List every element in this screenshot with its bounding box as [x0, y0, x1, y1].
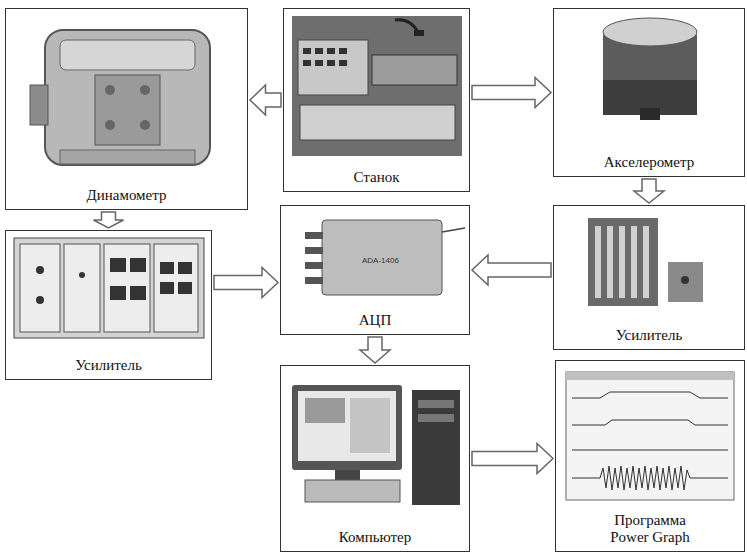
- block-arrow: [472, 444, 553, 474]
- amplifier-box-photo: [588, 218, 703, 306]
- amplifier-rack-photo: [14, 238, 204, 338]
- box-label: Программа Power Graph: [595, 512, 705, 546]
- process-box: Станок: [283, 8, 470, 192]
- box-label: Акселерометр: [554, 154, 744, 171]
- box-label: Усилитель: [6, 357, 211, 374]
- accelerometer-photo: [603, 18, 697, 120]
- block-arrow: [634, 179, 664, 203]
- machine-photo: [292, 16, 462, 156]
- device-marking: ADA-1406: [362, 256, 399, 265]
- block-arrow: [214, 268, 278, 298]
- block-arrow: [94, 212, 124, 228]
- box-label: АЦП: [281, 312, 469, 329]
- process-box: Динамометр: [5, 8, 248, 210]
- adc-photo: [305, 220, 465, 295]
- dynamometer-photo: [30, 30, 210, 165]
- software-screenshot: [566, 372, 734, 500]
- box-label: Усилитель: [554, 327, 744, 344]
- box-label: Динамометр: [6, 187, 247, 204]
- block-arrow: [472, 255, 551, 285]
- process-box: Усилитель: [553, 205, 745, 350]
- process-box: АЦП: [280, 205, 470, 335]
- process-box: Акселерометр: [553, 8, 745, 177]
- computer-photo: [292, 385, 460, 505]
- box-label: Станок: [284, 169, 469, 186]
- box-label: Компьютер: [281, 529, 469, 546]
- block-arrow: [250, 85, 281, 115]
- block-arrow: [360, 337, 390, 363]
- process-box: Компьютер: [280, 365, 470, 552]
- process-box: Усилитель: [5, 230, 212, 380]
- process-box: Программа Power Graph: [555, 360, 745, 552]
- block-arrow: [472, 78, 551, 108]
